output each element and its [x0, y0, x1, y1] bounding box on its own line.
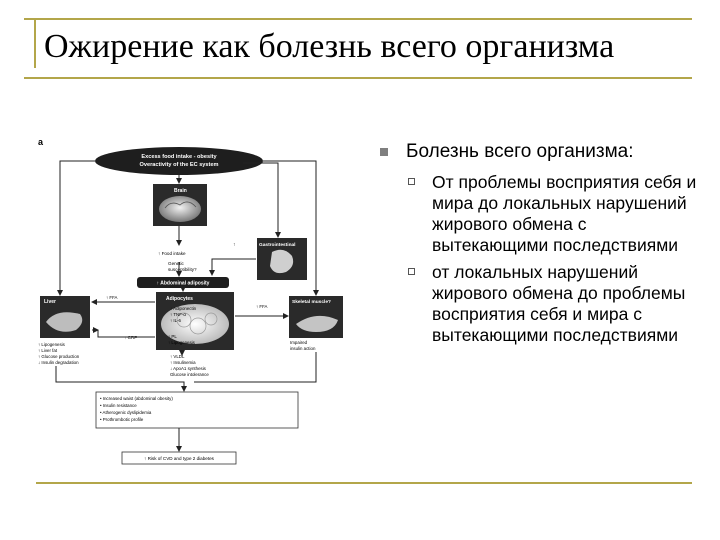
hollow-square-bullet-icon [408, 268, 415, 275]
liver-effect-3: ↑ Glucose production [38, 354, 80, 359]
gastrointestinal-label: Gastrointestinal [259, 242, 296, 248]
ffa-right-label: ↑ FFA [256, 304, 268, 309]
adipocytes-label: Adipocytes [166, 296, 193, 302]
obesity-diagram: a Excess food intake - obesity Overactiv… [38, 137, 343, 465]
metabolic-effect-3: ↓ ApoA1 synthesis [170, 366, 207, 371]
top-ellipse [95, 147, 263, 175]
title-top-rule [24, 18, 692, 20]
diagram-arrows [55, 160, 319, 452]
outcomes-box [95, 391, 299, 429]
slide-title: Ожирение как болезнь всего организма [44, 28, 615, 65]
sub-bullet-1: От проблемы восприятия себя и мира до ло… [380, 172, 700, 256]
bullet-list: Болезнь всего организма: От проблемы вос… [380, 140, 700, 346]
outcome-2: • Insulin resistance [100, 403, 137, 408]
top-label-2: Overactivity of the EC system [140, 162, 219, 168]
adipocyte-lipogenesis-label: ↑ Lipogenesis [168, 340, 196, 345]
brain-label: Brain [174, 188, 187, 194]
liver-label: Liver [44, 299, 56, 305]
panel-letter: a [38, 137, 44, 147]
ffa-left-label: ↑ FFA [106, 295, 118, 300]
top-label-1: Excess food intake - obesity [141, 154, 217, 160]
genetic-label-2: susceptibility? [168, 267, 197, 272]
abdominal-label: ↑ Abdominal adiposity [157, 281, 210, 287]
title-left-rule [34, 18, 36, 68]
title-bottom-rule [24, 77, 692, 79]
impaired-label-1: Impaired [290, 340, 308, 345]
adipocytes-image [161, 304, 229, 344]
muscle-image [296, 315, 338, 332]
outcome-1: • Increased waist (abdominal obesity) [100, 396, 173, 401]
svg-text:↑: ↑ [233, 242, 236, 248]
footer-rule [36, 482, 692, 484]
tnf-label: ↑ TNF-α [170, 312, 186, 317]
metabolic-effect-4: Glucose intolerance [170, 372, 209, 377]
liver-image [46, 312, 83, 332]
main-bullet: Болезнь всего организма: [380, 140, 700, 164]
square-bullet-icon [380, 148, 388, 156]
stomach-image [270, 249, 294, 274]
sub-bullet-2: от локальных нарушений жирового обмена д… [380, 262, 700, 346]
outcome-4: • Prothrombotic profile [100, 417, 144, 422]
main-bullet-text: Болезнь всего организма: [406, 141, 634, 162]
brain-image [159, 196, 201, 222]
risk-label: ↑ Risk of CVD and type 2 diabetes [144, 456, 215, 461]
outcome-3: • Atherogenic dyslipidemia [100, 410, 152, 415]
food-intake-label: ↑ Food intake [158, 251, 186, 256]
il6-label: ↑ IL-6 [170, 318, 182, 323]
risk-box [121, 451, 237, 465]
hollow-square-bullet-icon [408, 178, 415, 185]
abdominal-box [137, 277, 229, 288]
metabolic-effect-1: ↑ VLDL [170, 354, 185, 359]
pl-label: ↑ PL [168, 334, 177, 339]
sub-bullet-2-text: от локальных нарушений жирового обмена д… [432, 262, 686, 345]
liver-effect-2: ↑ Liver fat [38, 348, 58, 353]
metabolic-effect-2: ↑ Insulinemia [170, 360, 196, 365]
skeletal-muscle-label: Skeletal muscle? [292, 299, 331, 305]
liver-effect-4: ↓ Insulin degradation [38, 360, 79, 365]
adiponectin-label: ↓ Adiponectin [170, 306, 197, 311]
impaired-label-2: insulin action [290, 346, 316, 351]
genetic-label-1: Genetic [168, 261, 185, 266]
liver-effect-1: ↑ Lipogenesis [38, 342, 66, 347]
sub-bullet-1-text: От проблемы восприятия себя и мира до ло… [432, 172, 697, 255]
